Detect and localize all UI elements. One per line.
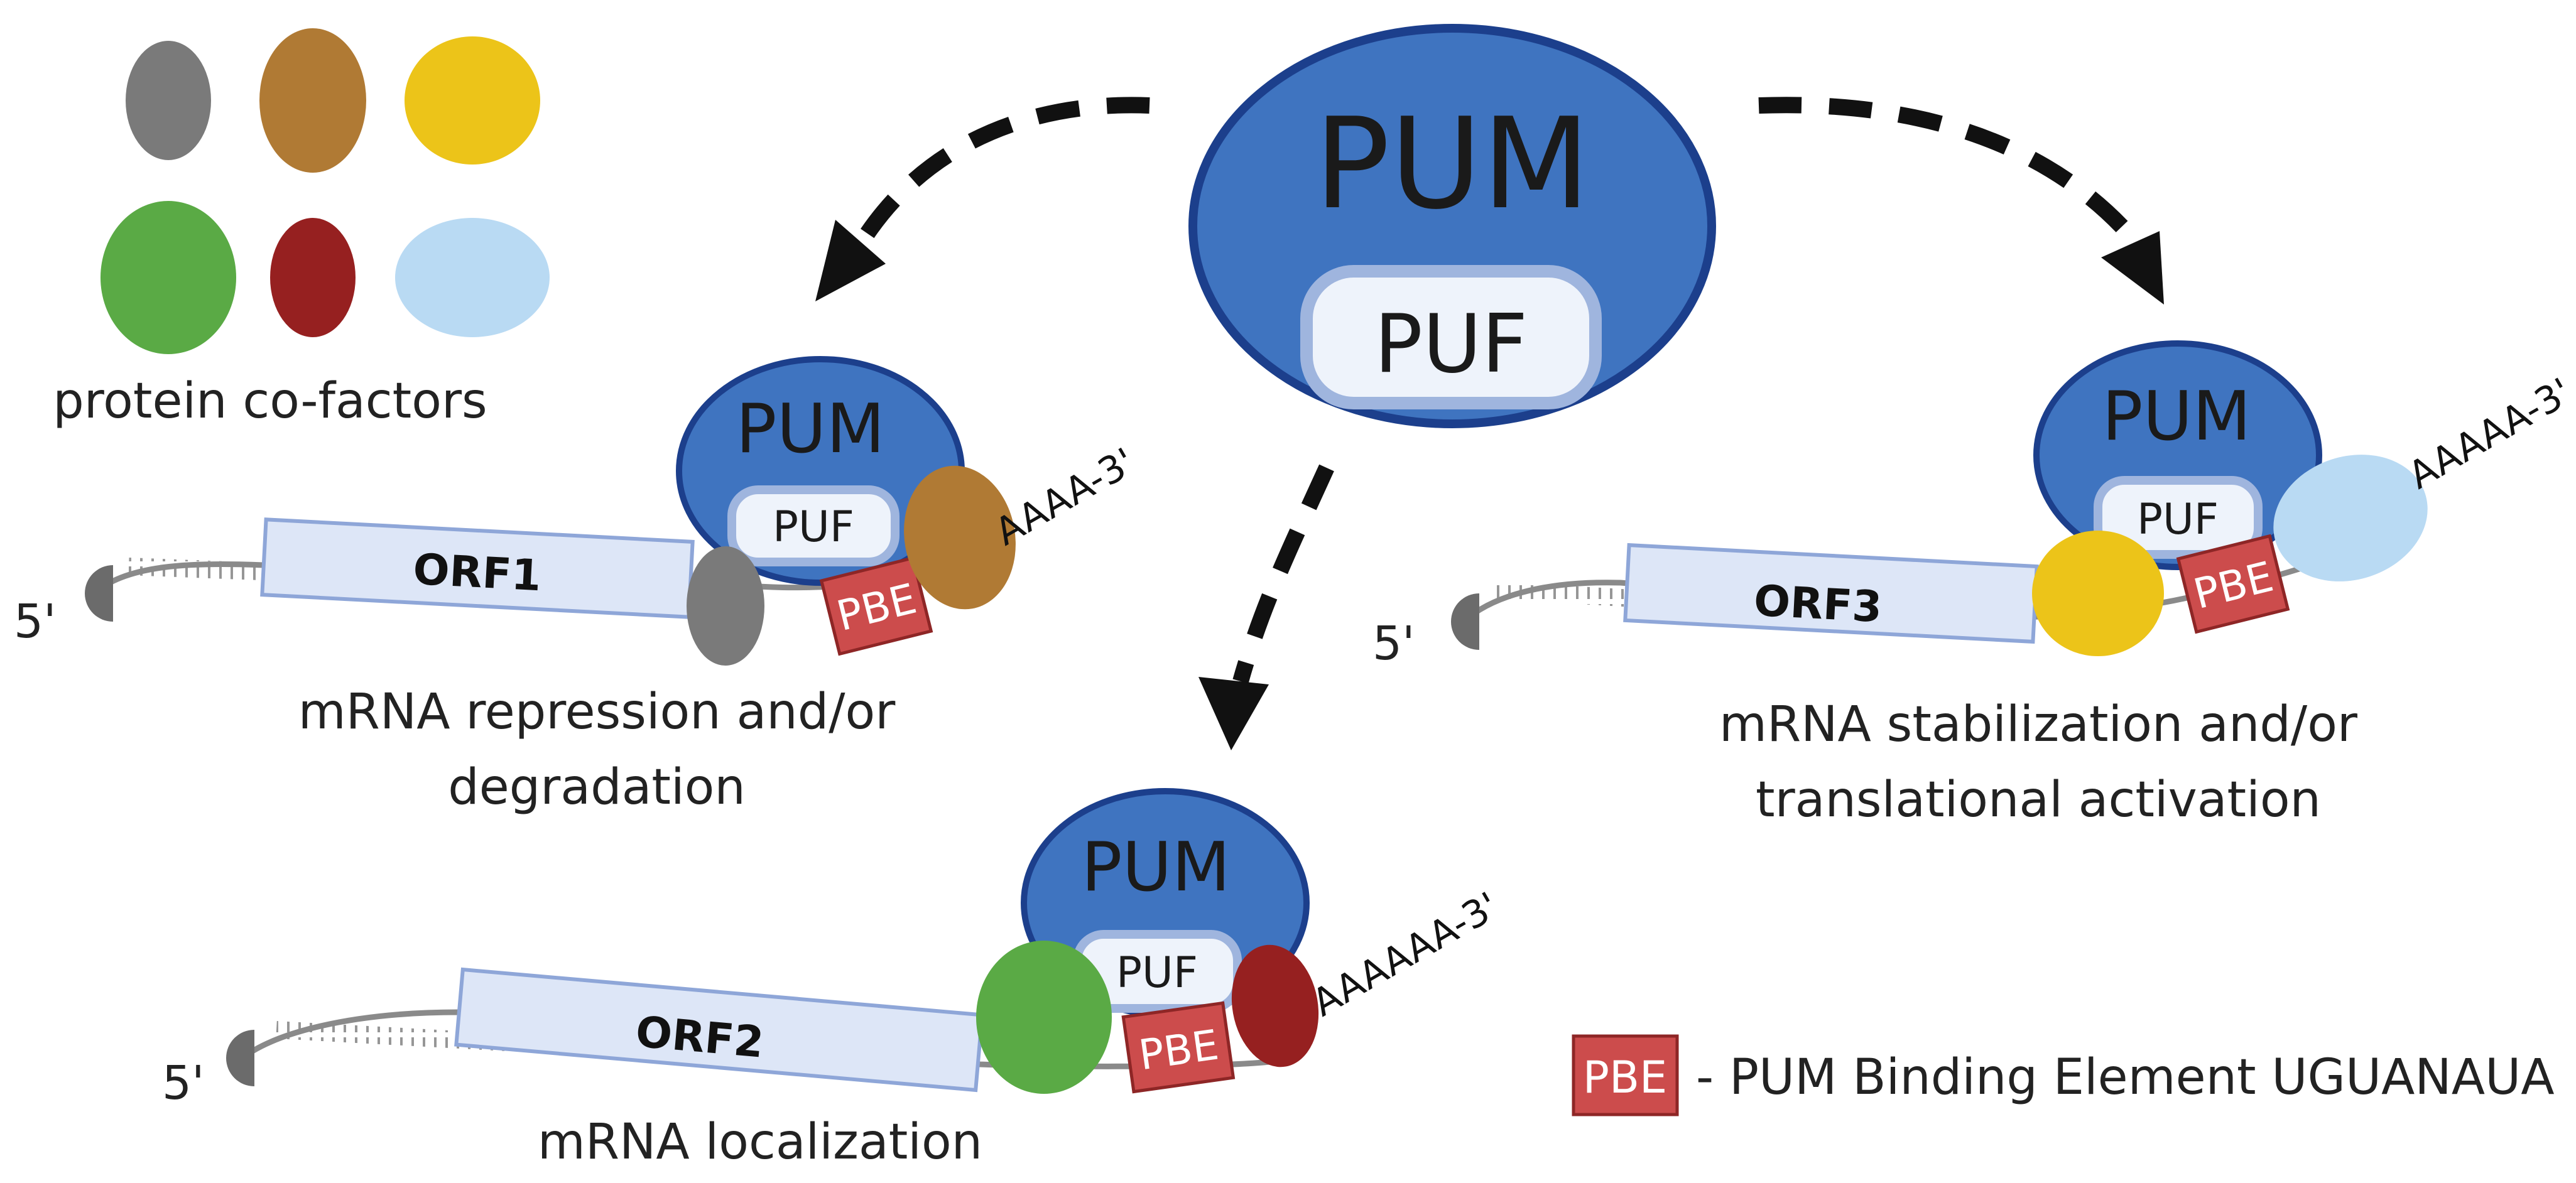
pum-label-2: PUM	[1081, 828, 1230, 907]
cofactors-label: protein co-factors	[53, 373, 487, 429]
pbe-key-label: PBE	[1583, 1052, 1667, 1103]
arrowhead-stabilization	[2101, 231, 2164, 305]
cofactor-green-swatch	[101, 201, 236, 354]
cofactor-yellow-swatch	[405, 36, 540, 165]
central-pum-label: PUM	[1314, 91, 1590, 237]
stabilization-complex: 5' ORF3 PUM PUF PBE AAAAA-3' mRNA stabil…	[1372, 343, 2576, 828]
pum-label-1: PUM	[736, 390, 884, 468]
five-prime-label-2: 5'	[162, 1056, 204, 1110]
caption-localization-1: mRNA localization	[538, 1114, 982, 1170]
five-prime-label-3: 5'	[1372, 617, 1415, 671]
yellow-cofactor-3	[2032, 531, 2164, 656]
puf-label-3: PUF	[2137, 495, 2219, 544]
puf-label-2: PUF	[1116, 948, 1198, 998]
gray-cofactor-1	[687, 546, 764, 666]
five-cap-2	[226, 1030, 254, 1086]
five-cap-3	[1451, 593, 1479, 650]
caption-stabilization-2: translational activation	[1756, 772, 2321, 828]
arrow-to-localization	[1241, 468, 1327, 681]
poly-a-3: AAAAA-3'	[2401, 370, 2576, 498]
orf-label-3: ORF3	[1753, 576, 1883, 633]
localization-complex: 5' ORF2 PUM PUF PBE AAAAAA-3' mRNA local…	[162, 791, 1506, 1170]
puf-label-1: PUF	[773, 502, 854, 552]
arrow-to-repression	[854, 105, 1149, 254]
cofactor-darkred-swatch	[270, 218, 356, 337]
arrow-to-stabilization	[1759, 105, 2136, 242]
cofactor-lightblue-swatch	[395, 218, 550, 337]
poly-a-1: AAAA-3'	[988, 440, 1143, 554]
cofactor-legend: protein co-factors	[53, 28, 550, 429]
caption-repression-2: degradation	[448, 759, 746, 816]
pbe-key-text: - PUM Binding Element UGUANAUA	[1696, 1049, 2555, 1106]
arrowhead-localization	[1198, 677, 1269, 750]
five-prime-label-1: 5'	[14, 595, 56, 649]
cofactor-brown-swatch	[259, 28, 366, 173]
central-puf-label: PUF	[1374, 298, 1528, 391]
pbe-key: PBE - PUM Binding Element UGUANAUA	[1573, 1036, 2555, 1115]
green-cofactor-2	[976, 941, 1112, 1094]
pum-label-3: PUM	[2102, 377, 2251, 456]
caption-repression-1: mRNA repression and/or	[298, 684, 896, 740]
five-cap-1	[85, 565, 113, 622]
cofactor-gray-swatch	[126, 41, 211, 160]
caption-stabilization-1: mRNA stabilization and/or	[1719, 696, 2358, 753]
poly-a-2: AAAAAA-3'	[1305, 884, 1506, 1025]
orf-label-1: ORF1	[412, 545, 543, 602]
pbe-box-2: PBE	[1123, 1003, 1233, 1091]
central-pum: PUM PUF	[1193, 28, 1712, 424]
